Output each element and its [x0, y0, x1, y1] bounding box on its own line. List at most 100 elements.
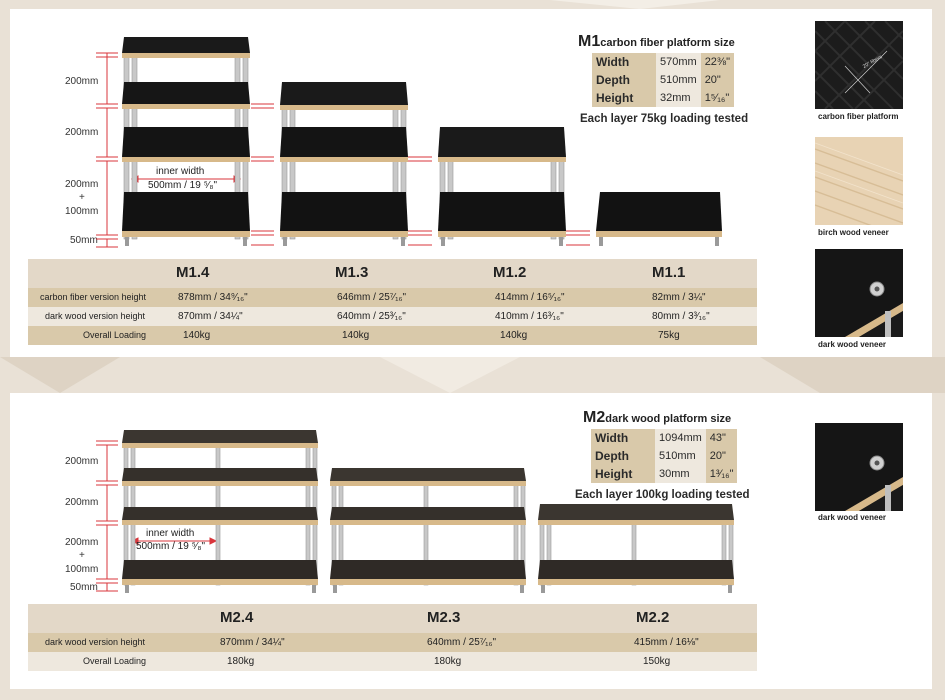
spec-value-metric: 32mm: [656, 89, 701, 107]
inner-width-label: inner width: [156, 166, 205, 177]
spec-value-imperial: 22⅜": [700, 53, 735, 71]
height-cell: 82mm / 3¼": [652, 292, 706, 303]
table-row: [28, 307, 757, 326]
row-label: dark wood version height: [45, 637, 146, 647]
spec-title-text: carbon fiber platform size: [600, 37, 735, 49]
birch-wood-swatch: [815, 137, 903, 225]
dim-label: 200mm: [65, 456, 99, 467]
rack-m1-1: [596, 192, 722, 246]
swatch-label: birch wood veneer: [818, 228, 889, 237]
rack-m1-4: [122, 37, 250, 246]
loading-cell: 140kg: [500, 330, 528, 341]
m2-racks-illustration: [96, 430, 734, 593]
spec-code: M1: [578, 33, 601, 50]
m1-racks-illustration: [96, 37, 722, 248]
spec-value-metric: 570mm: [656, 53, 701, 71]
model-header: M1.3: [335, 264, 369, 281]
dim-label: 200mm: [65, 179, 99, 190]
model-header: M1.1: [652, 264, 686, 281]
loading-cell: 150kg: [643, 656, 671, 667]
spec-code: M2: [583, 409, 606, 426]
spec-title-text: dark wood platform size: [605, 413, 732, 425]
spec-value-imperial: 1⁵⁄₁₆": [700, 89, 735, 107]
spec-value-imperial: 43": [705, 429, 738, 447]
table-header-row: [28, 604, 757, 633]
spec-title: M2dark wood platform size: [583, 409, 750, 427]
height-cell: 410mm / 16³⁄₁₆": [495, 311, 564, 322]
row-label: Overall Loading: [83, 656, 147, 666]
model-header: M2.3: [427, 609, 461, 626]
spec-key: Height: [591, 465, 655, 483]
spec-key: Height: [592, 89, 656, 107]
model-header: M1.4: [176, 264, 210, 281]
spec-value-metric: 1094mm: [655, 429, 706, 447]
dim-label: +: [79, 192, 85, 203]
m2-panel: 200mm 200mm 200mm + 100mm 50mm: [10, 393, 932, 689]
loading-cell: 75kg: [658, 330, 680, 341]
spec-value-metric: 510mm: [656, 71, 701, 89]
rack-m2-3: [330, 468, 526, 593]
row-label: Overall Loading: [83, 330, 147, 340]
inner-width-value: 500mm / 19 ⁵⁄₈": [136, 541, 206, 552]
swatch-label: dark wood veneer: [818, 340, 887, 349]
dim-label: 200mm: [65, 537, 99, 548]
spec-key: Depth: [592, 71, 656, 89]
dim-label: 50mm: [70, 582, 98, 593]
table-header-row: [28, 259, 757, 288]
m2-height-table: M2.4 M2.3 M2.2 dark wood version height …: [28, 604, 757, 671]
dim-label: 50mm: [70, 235, 98, 246]
spec-value-metric: 510mm: [655, 447, 706, 465]
dim-label: 200mm: [65, 76, 99, 87]
height-cell: 415mm / 16⅛": [634, 637, 699, 648]
spec-key: Width: [591, 429, 655, 447]
model-header: M2.2: [636, 609, 670, 626]
rack-m1-2: [438, 127, 566, 246]
carbon-fiber-swatch: [815, 21, 903, 109]
spec-value-imperial: 20": [705, 447, 738, 465]
rack-m1-3: [280, 82, 408, 246]
height-cell: 878mm / 34⁹⁄₁₆": [178, 292, 248, 303]
dim-label: 100mm: [65, 564, 99, 575]
spec-title: M1carbon fiber platform size: [578, 33, 748, 51]
loading-cell: 180kg: [434, 656, 462, 667]
table-row: [28, 288, 757, 307]
dim-label: 100mm: [65, 206, 99, 217]
row-label: carbon fiber version height: [40, 292, 147, 302]
spec-value-metric: 30mm: [655, 465, 706, 483]
swatch-label: carbon fiber platform: [818, 112, 899, 121]
m1-height-table: M1.4 M1.3 M1.2 M1.1 carbon fiber version…: [28, 259, 757, 345]
height-cell: 646mm / 25⁷⁄₁₆": [337, 292, 407, 303]
height-cell: 870mm / 34¼": [178, 311, 243, 322]
height-cell: 414mm / 16⁵⁄₁₆": [495, 292, 565, 303]
spec-key: Width: [592, 53, 656, 71]
inner-width-value: 500mm / 19 ⁵⁄₈": [148, 180, 218, 191]
dim-label: +: [79, 550, 85, 561]
model-header: M2.4: [220, 609, 254, 626]
table-row: [28, 633, 757, 652]
height-cell: 640mm / 25³⁄₁₆": [337, 311, 406, 322]
model-header: M1.2: [493, 264, 527, 281]
dark-wood-swatch: [815, 249, 903, 337]
rack-m2-2: [538, 504, 734, 593]
height-cell: 870mm / 34¼": [220, 637, 285, 648]
spec-key: Depth: [591, 447, 655, 465]
rack-m2-4: [122, 430, 318, 593]
spec-note: Each layer 100kg loading tested: [575, 489, 750, 501]
swatch-label: dark wood veneer: [818, 513, 887, 522]
spec-value-imperial: 1³⁄₁₆": [705, 465, 738, 483]
table-row: [28, 326, 757, 345]
spec-note: Each layer 75kg loading tested: [580, 113, 749, 125]
table-row: [28, 652, 757, 671]
spec-value-imperial: 20": [700, 71, 735, 89]
height-cell: 80mm / 3³⁄₁₆": [652, 311, 710, 322]
